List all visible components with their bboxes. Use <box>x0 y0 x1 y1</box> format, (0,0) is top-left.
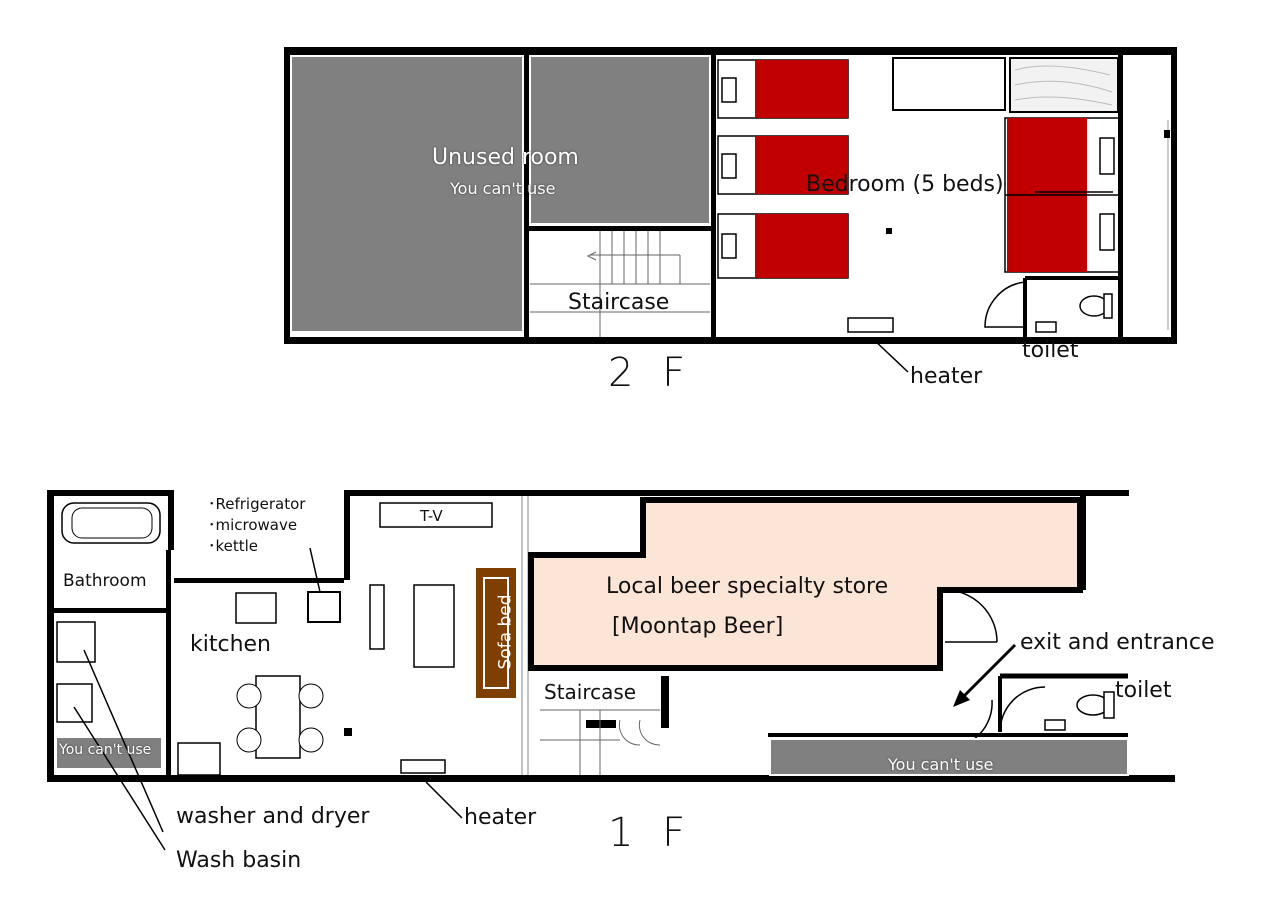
floor-2-left-wall <box>284 47 290 344</box>
floor-1-title: 1 F <box>608 810 694 856</box>
beds-right <box>1004 117 1121 273</box>
closet-2f <box>1009 57 1119 113</box>
store-name-line1: Local beer specialty store <box>606 574 889 599</box>
low-table <box>369 584 385 650</box>
store-name-line2: [Moontap Beer] <box>612 614 784 639</box>
beer-store <box>528 497 1083 671</box>
toilet-2f-label: toilet <box>1022 338 1079 363</box>
wash-basin-label: Wash basin <box>176 848 302 873</box>
kitchen-sink <box>235 592 277 624</box>
appliance-refrigerator: ･Refrigerator <box>208 495 306 513</box>
unused-room-note: You can't use <box>450 179 556 198</box>
unused-room-right <box>529 55 711 225</box>
tv-label: T-V <box>420 507 443 525</box>
unusable-left-label: You can't use <box>59 742 152 758</box>
staircase-2f-label: Staircase <box>568 290 670 315</box>
bedroom-label: Bedroom (5 beds) <box>806 172 1004 197</box>
heater-1f-label: heater <box>464 805 537 830</box>
floor-2-plan <box>284 47 1177 373</box>
staircase-1f-label: Staircase <box>544 680 637 704</box>
toilet-2f-room <box>984 276 1118 337</box>
unused-room-left <box>290 55 524 333</box>
cabinet-2f <box>892 57 1006 111</box>
heater-1f <box>400 759 446 774</box>
coffee-table <box>413 584 455 668</box>
floor-1-plan <box>47 490 1175 851</box>
appliance-kettle: ･kettle <box>208 537 259 555</box>
unusable-right-label: You can't use <box>888 755 994 774</box>
floor-2-top-wall <box>284 47 1177 55</box>
washer-box <box>56 621 96 663</box>
beds-left <box>717 59 849 279</box>
unused-room-label: Unused room <box>432 145 579 170</box>
tv-stand <box>379 502 493 528</box>
unusable-right <box>769 738 1129 776</box>
appliance-microwave: ･microwave <box>208 516 298 534</box>
exit-entrance-label: exit and entrance <box>1020 630 1215 655</box>
sofa-bed <box>476 568 516 698</box>
toilet-1f-label: toilet <box>1115 678 1172 703</box>
sofa-bed-label: Sofa bed <box>495 594 516 670</box>
floor-2-bottom-wall <box>284 337 1177 344</box>
toilet-1f-room <box>998 673 1128 733</box>
floor-2-title: 2 F <box>608 350 694 396</box>
basin-box <box>56 683 93 723</box>
floor-2-right-wall <box>1171 47 1177 344</box>
bathroom-label: Bathroom <box>63 571 147 591</box>
heater-2f-label: heater <box>910 364 983 389</box>
appliance-list: ･Refrigerator ･microwave ･kettle <box>208 494 305 557</box>
heater-2f <box>847 317 894 333</box>
kitchen-label: kitchen <box>190 632 271 657</box>
staircase-1f <box>540 676 669 775</box>
dining-table <box>255 675 301 759</box>
unusable-left <box>55 736 163 770</box>
staircase-2f <box>530 231 710 337</box>
refrigerator <box>307 591 341 623</box>
washer-label: washer and dryer <box>176 804 370 829</box>
